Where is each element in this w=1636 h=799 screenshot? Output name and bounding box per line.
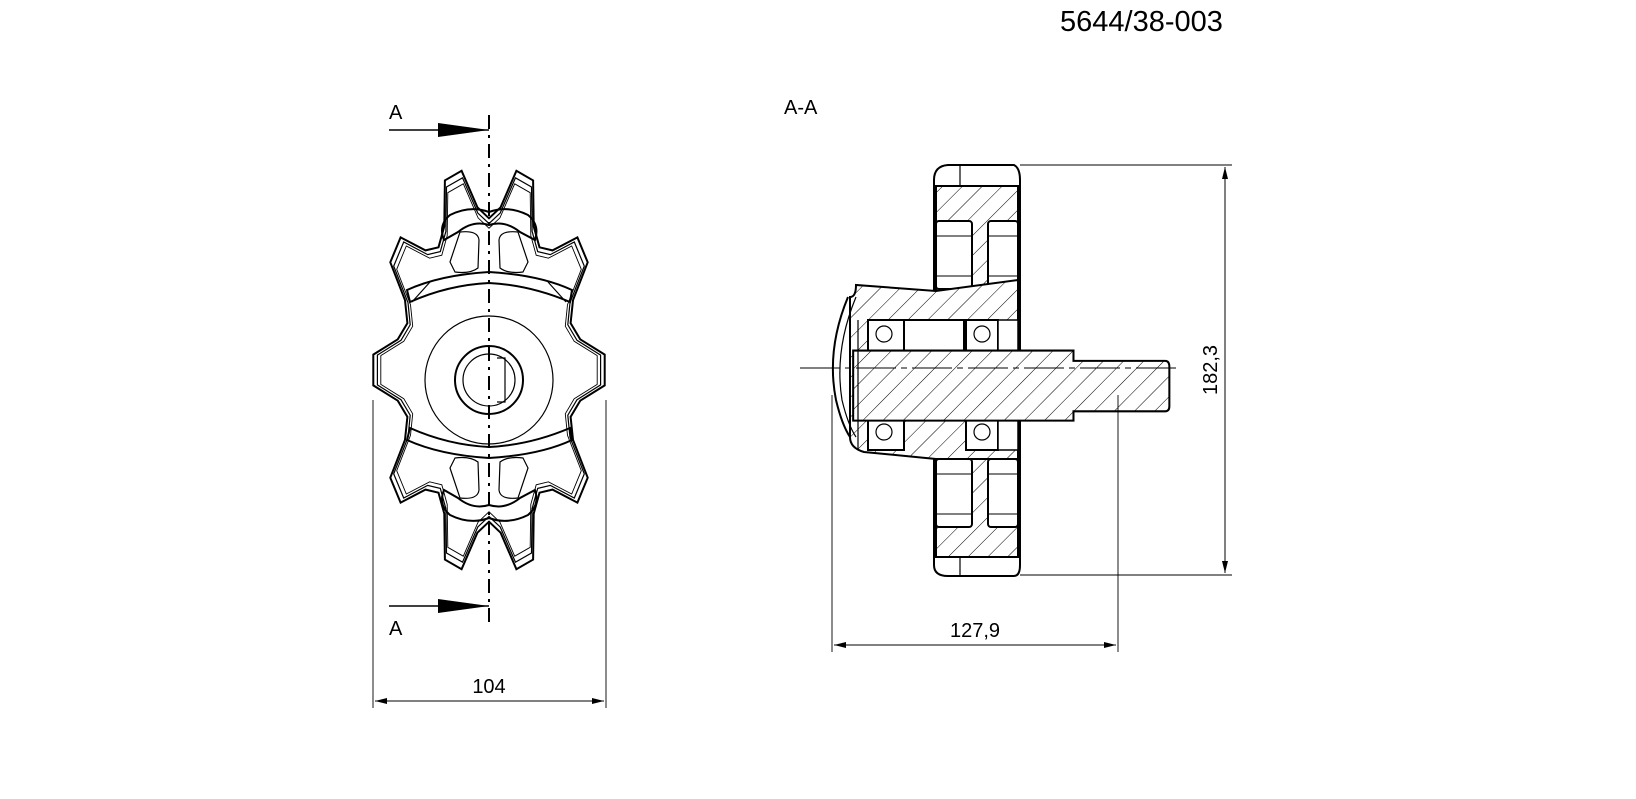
shaft-section	[852, 349, 1171, 422]
bearings	[867, 319, 1019, 451]
drawing-number: 5644/38-003	[1060, 6, 1223, 38]
end-cap	[831, 296, 851, 438]
dimension-127-9: 127,9	[950, 620, 1000, 642]
section-arrow-bottom: A	[389, 599, 489, 640]
section-arrow-top: A	[389, 102, 489, 137]
dimension-104: 104	[472, 676, 505, 698]
section-view: 127,9 182,3	[800, 164, 1232, 652]
cut-marker-bottom: A	[389, 618, 403, 640]
cut-marker-top: A	[389, 102, 403, 124]
bore-flat	[497, 357, 506, 403]
section-label: A-A	[784, 97, 818, 119]
dimension-section-length: 127,9	[831, 395, 1119, 652]
sprocket-inner-outline	[376, 176, 602, 564]
wheel-outline	[933, 164, 1021, 577]
dimension-front-width: 104	[372, 400, 607, 708]
dimension-182-3: 182,3	[1200, 345, 1222, 395]
sprocket-inner-outline-2	[380, 183, 598, 557]
sprocket-front-view: A A 104	[372, 102, 607, 708]
tooth-pockets	[935, 220, 1019, 528]
lower-windows	[405, 426, 574, 522]
dimension-section-height: 182,3	[1020, 164, 1232, 576]
sprocket-outline	[372, 169, 606, 571]
